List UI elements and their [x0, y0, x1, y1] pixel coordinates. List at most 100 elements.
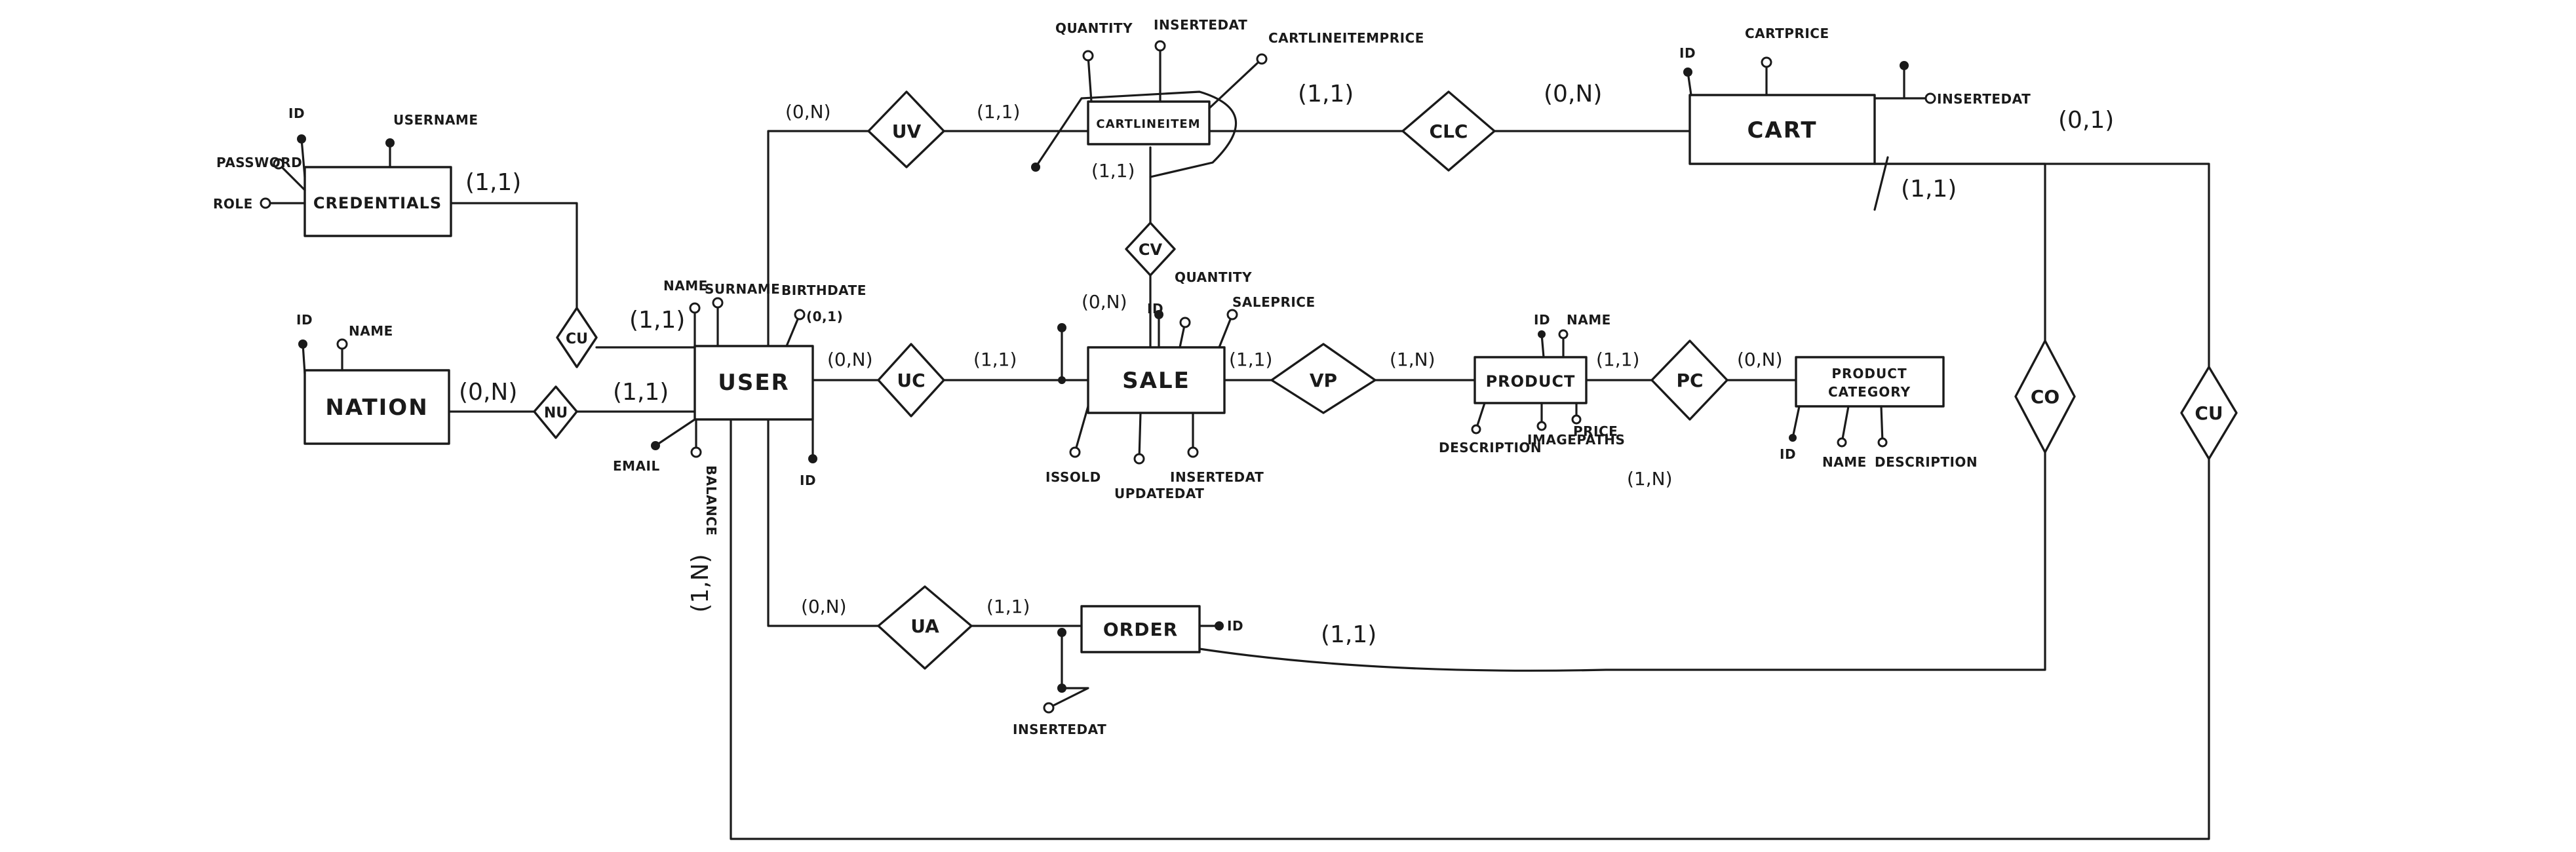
attr-sale-id: ID: [1147, 301, 1163, 317]
card-user-ua: (0,N): [801, 596, 847, 617]
line-credentials-cu: [450, 202, 578, 309]
attr-user-id: ID: [800, 473, 816, 488]
entity-sale: SALE: [1087, 346, 1226, 414]
attr-credentials-role: ROLE: [213, 196, 253, 212]
card-product-pc: (1,1): [1596, 349, 1639, 370]
card-cli-clc: (1,1): [1298, 81, 1354, 107]
attr-cart-inserted-at: INSERTEDAT: [1937, 91, 2031, 107]
relationship-clc: CLC: [1401, 90, 1496, 172]
relationship-pc: PC: [1650, 339, 1728, 421]
entity-cart-line-item: CARTLINEITEM: [1087, 100, 1211, 145]
attributes-order: ID INSERTEDAT: [1013, 618, 1243, 737]
entity-order: ORDER: [1080, 605, 1201, 653]
entity-user: USER: [693, 345, 814, 421]
attr-sale-inserted-at: INSERTEDAT: [1170, 469, 1264, 485]
relationship-label: VP: [1310, 370, 1337, 391]
entity-cart: CART: [1688, 94, 1876, 165]
relationship-uc: UC: [877, 343, 945, 417]
entity-label: PRODUCT: [1831, 366, 1907, 381]
attr-order-inserted-at: INSERTEDAT: [1013, 722, 1106, 737]
attr-user-surname: SURNAME: [705, 281, 780, 297]
attributes-nation: ID NAME: [296, 312, 393, 375]
relationship-label: NU: [544, 405, 568, 421]
entity-label: CATEGORY: [1828, 384, 1911, 400]
entity-label: NATION: [325, 395, 428, 421]
relationship-label: UC: [897, 370, 925, 391]
card-order-ua: (1,1): [986, 596, 1030, 617]
card-sale-vp: (1,1): [1229, 349, 1272, 370]
attr-user-name: NAME: [663, 278, 708, 294]
attr-product-image-paths-cardinality: (1,N): [1627, 468, 1673, 490]
line-user-ua: [767, 418, 880, 627]
attr-nation-id: ID: [296, 312, 313, 328]
attributes-credentials: ID USERNAME PASSWORD ROLE: [213, 106, 478, 212]
card-sale-uc: (1,1): [973, 349, 1017, 370]
relationship-cu-credentials: CU: [556, 307, 598, 368]
attr-user-balance: BALANCE: [703, 465, 719, 536]
relationship-ua: UA: [877, 585, 973, 670]
entity-label: USER: [718, 370, 790, 396]
relationship-label: CU: [2195, 402, 2223, 424]
entity-label: ORDER: [1103, 619, 1178, 640]
attr-sale-updated-at: UPDATEDAT: [1114, 486, 1204, 501]
line-user-uv: [767, 130, 870, 349]
entity-credentials: CREDENTIALS: [303, 166, 452, 237]
attr-credentials-id: ID: [288, 106, 305, 121]
attr-category-name: NAME: [1822, 454, 1867, 470]
attr-sale-price: SALEPRICE: [1232, 294, 1316, 310]
attr-cli-quantity: QUANTITY: [1055, 20, 1133, 36]
cardinalities: (1,1) (1,1) (0,N) (1,1) (0,N) (1,1) (1,1…: [459, 81, 2114, 648]
relationship-cu-cart: CU: [2180, 366, 2238, 460]
attr-user-birthdate-cardinality: (0,1): [806, 309, 843, 324]
relationship-label: CLC: [1430, 121, 1468, 142]
card-user-uv: (0,N): [785, 101, 831, 123]
relationship-label: UV: [892, 121, 922, 142]
attributes-product: ID NAME PRICE DESCRIPTION IMAGEPATHS (1,…: [1439, 312, 1673, 490]
card-cart-co: (0,1): [2058, 107, 2114, 134]
relationship-label: CO: [2031, 386, 2059, 408]
relationship-co: CO: [2014, 339, 2076, 454]
attributes-user: NAME SURNAME BIRTHDATE (0,1) EMAIL BALAN…: [613, 278, 867, 536]
card-product-vp: (1,N): [1390, 349, 1435, 370]
relationship-uv: UV: [867, 90, 945, 168]
card-user-cu: (1,1): [629, 307, 685, 334]
relationship-cv: CV: [1125, 222, 1176, 277]
relationship-label: CU: [566, 331, 588, 347]
attr-product-id: ID: [1534, 312, 1550, 328]
entity-product-category: PRODUCT CATEGORY: [1795, 356, 1945, 408]
entity-label: CART: [1747, 117, 1817, 144]
attr-sale-quantity: QUANTITY: [1175, 269, 1252, 285]
attr-user-email: EMAIL: [613, 458, 660, 474]
attributes-sale: ID QUANTITY SALEPRICE ISSOLD UPDATEDAT I…: [1045, 269, 1316, 501]
attributes-cart: ID CARTPRICE INSERTEDAT: [1679, 26, 2031, 211]
relationship-vp: VP: [1270, 343, 1376, 414]
attr-category-id: ID: [1780, 446, 1796, 462]
attributes-product-category: ID NAME DESCRIPTION: [1780, 405, 1978, 470]
line-cu-user-bottom: [730, 418, 2210, 840]
attr-product-description: DESCRIPTION: [1439, 440, 1542, 455]
entity-nation: NATION: [303, 369, 450, 445]
card-order-co: (1,1): [1321, 621, 1376, 648]
attr-sale-is-sold: ISSOLD: [1045, 469, 1101, 485]
card-user-uc: (0,N): [827, 349, 873, 370]
relationship-label: PC: [1676, 370, 1703, 391]
attr-user-birthdate: BIRTHDATE: [781, 282, 867, 298]
connector-lines: [448, 90, 2210, 840]
card-cli-uv: (1,1): [977, 101, 1020, 123]
line-cart-cu: [1873, 163, 2210, 368]
card-cli-cv: (1,1): [1091, 160, 1135, 182]
entity-label: SALE: [1122, 368, 1190, 394]
attributes-cart-line-item: QUANTITY INSERTEDAT CARTLINEITEMPRICE: [1031, 17, 1424, 172]
entity-product: PRODUCT: [1473, 356, 1588, 404]
attr-cart-price: CARTPRICE: [1745, 26, 1829, 41]
card-credentials-cu: (1,1): [465, 169, 521, 196]
card-cart-cu: (1,1): [1901, 176, 1957, 203]
line-order-co: [1198, 451, 2046, 672]
attr-product-image-paths: IMAGEPATHS: [1527, 432, 1625, 448]
card-user-nu: (1,1): [613, 379, 669, 406]
card-user-cu-cart: (1,N): [687, 554, 714, 612]
relationship-nu: NU: [533, 385, 578, 439]
entity-label: CREDENTIALS: [313, 194, 442, 212]
